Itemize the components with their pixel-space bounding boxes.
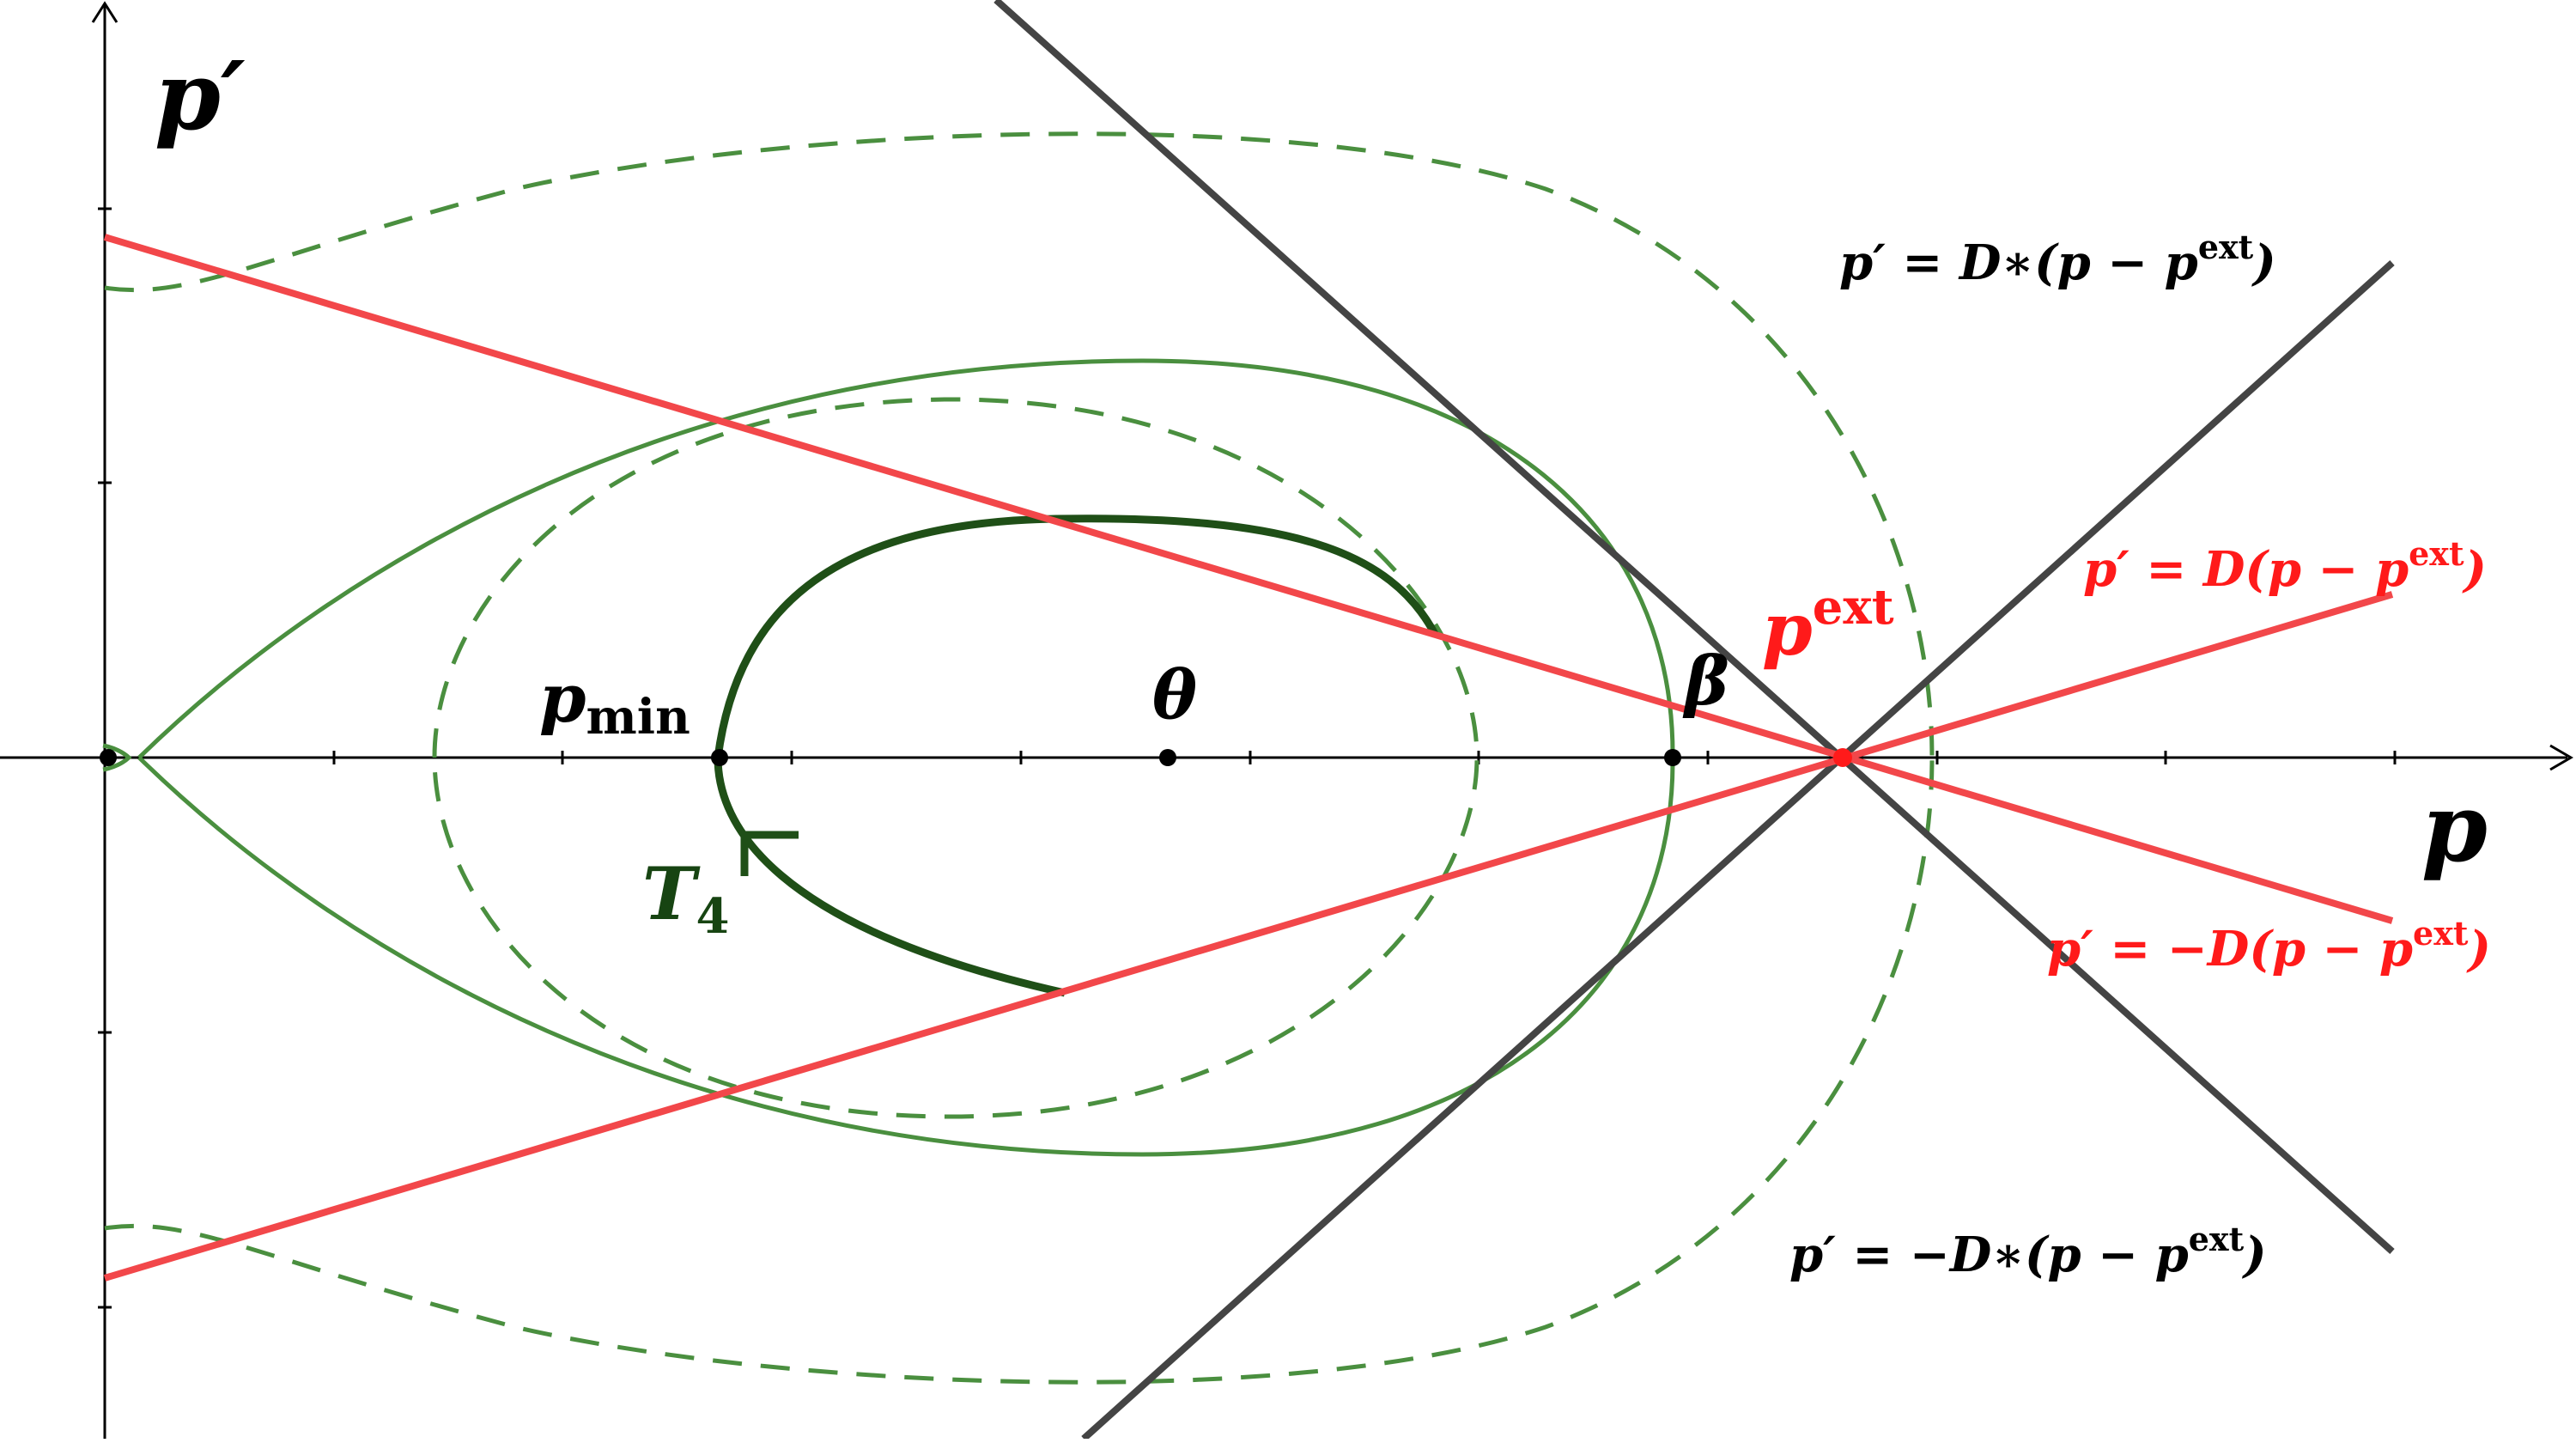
eq-d-positive-label: p′ = D(p − pext) [2083,534,2487,598]
theta-point [1159,749,1176,766]
line-d-negative-slope [103,234,2394,924]
x-axis-ticks [332,751,2397,764]
solid-separatrix-bottom [137,756,1675,1157]
p-ext-point [1833,748,1852,767]
line-d-positive-slope [103,591,2394,1282]
orbit-direction-arrow [740,831,799,876]
origin-point [100,749,117,766]
line-dstar-positive-slope [1081,260,2395,1441]
eq-dstar-negative-label: p′ = −D∗(p − pext) [1789,1220,2267,1283]
periodic-orbit-t4 [714,514,1439,997]
t4-label: T4 [642,851,729,945]
p-min-label: pmin [539,660,690,746]
y-axis-arrowhead [91,1,118,23]
p-prime-axis-label: p′ [155,40,246,151]
x-axis-arrowhead [2549,744,2573,771]
beta-point [1664,749,1681,766]
p-min-point [711,749,728,766]
beta-label: β [1682,642,1729,721]
y-axis-ticks [98,207,112,1309]
dashed-curve-inner [432,397,1479,1119]
eq-dstar-positive-label: p′ = D∗(p − pext) [1839,228,2276,291]
dashed-curve-outer-top [104,131,1935,758]
p-ext-label: pext [1762,579,1894,672]
solid-separatrix-top [137,358,1675,759]
dashed-curve-outer-bottom [104,757,1935,1385]
line-dstar-negative-slope [993,0,2395,1254]
eq-d-negative-label: p′ = −D(p − pext) [2047,914,2491,977]
theta-label: θ [1152,656,1197,734]
small-cusp-loop [102,743,132,772]
p-axis-label: p [2421,772,2488,883]
